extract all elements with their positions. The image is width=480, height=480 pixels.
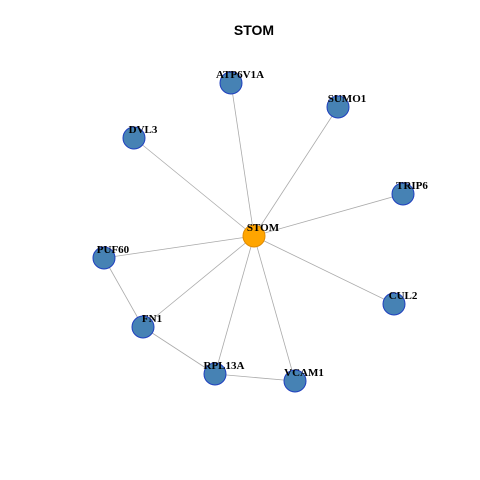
nodes-layer: STOM ATP6V1A SUMO1DVL3TRIP6PUF60CUL2FN1RPL… xyxy=(92,69,428,393)
edge-stom-puf60 xyxy=(103,235,255,259)
node-vcam1: VCAM1 xyxy=(283,367,324,393)
edge-stom-trip6 xyxy=(253,193,404,237)
edge-stom-cul2 xyxy=(253,235,395,305)
node-label-fn1: FN1 xyxy=(142,313,162,325)
node-circle-sumo1 xyxy=(326,95,350,119)
edge-stom-atp6v1a xyxy=(230,82,255,237)
edge-stom-vcam1 xyxy=(253,235,296,382)
edge-stom-sumo1 xyxy=(253,106,339,237)
node-fn1: FN1 xyxy=(131,313,162,339)
node-circle-puf60 xyxy=(92,246,116,270)
node-circle-dvl3 xyxy=(122,126,146,150)
edges-layer xyxy=(103,82,404,382)
node-label-sumo1: SUMO1 xyxy=(328,93,367,105)
node-label-cul2: CUL2 xyxy=(389,290,418,302)
node-atp6v1a: ATP6V1A xyxy=(216,69,264,95)
edge-rpl13a-vcam1 xyxy=(214,373,296,382)
node-label-vcam1: VCAM1 xyxy=(284,367,324,379)
node-trip6: TRIP6 xyxy=(391,180,428,206)
node-rpl13a: RPL13A xyxy=(203,360,245,386)
node-circle-trip6 xyxy=(391,182,415,206)
node-circle-cul2 xyxy=(382,292,406,316)
node-circle-atp6v1a xyxy=(219,71,243,95)
node-label-stom: STOM xyxy=(247,222,280,234)
edge-stom-dvl3 xyxy=(133,137,255,237)
edge-stom-fn1 xyxy=(142,235,255,328)
node-dvl3: DVL3 xyxy=(122,124,158,150)
node-cul2: CUL2 xyxy=(382,290,418,316)
node-label-puf60: PUF60 xyxy=(97,244,130,256)
node-label-trip6: TRIP6 xyxy=(396,180,428,192)
node-circle-vcam1 xyxy=(283,369,307,393)
node-circle-rpl13a xyxy=(203,362,227,386)
node-sumo1: SUMO1 xyxy=(326,93,367,119)
edge-stom-rpl13a xyxy=(214,235,255,375)
node-circle-fn1 xyxy=(131,315,155,339)
diagram-title: STOM xyxy=(234,22,274,38)
node-stom: STOM xyxy=(242,222,280,248)
edge-fn1-rpl13a xyxy=(142,326,216,375)
node-circle-stom xyxy=(242,224,266,248)
node-label-atp6v1a: ATP6V1A xyxy=(216,69,264,81)
edge-puf60-fn1 xyxy=(103,257,144,328)
node-label-rpl13a: RPL13A xyxy=(204,360,245,372)
node-label-dvl3: DVL3 xyxy=(129,124,158,136)
node-puf60: PUF60 xyxy=(92,244,130,270)
